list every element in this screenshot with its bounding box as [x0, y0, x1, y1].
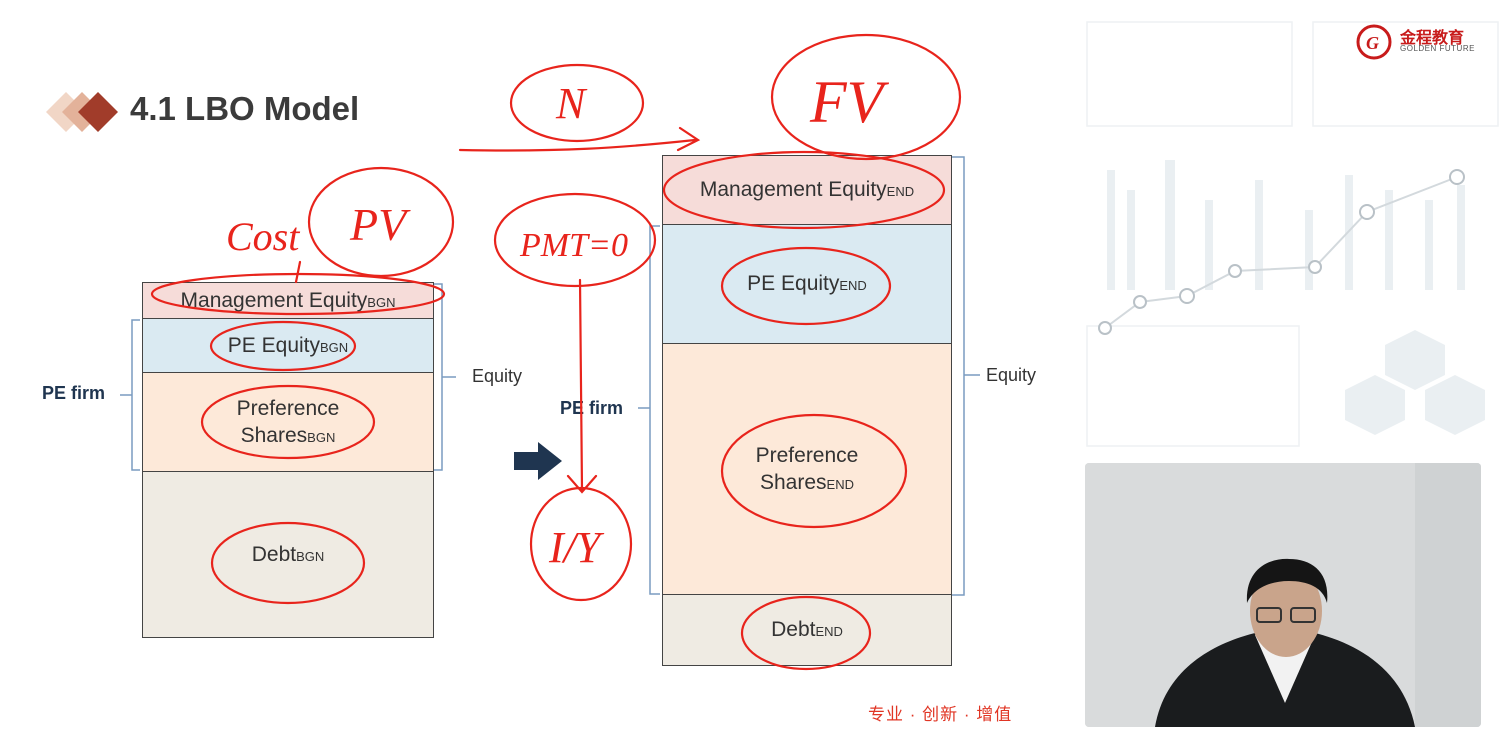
left-pe-firm-label: PE firm: [42, 383, 106, 403]
presenter-silhouette-icon: [1085, 463, 1481, 727]
right-debt-box: DebtEND: [662, 594, 952, 666]
left-pe-equity-box: PE EquityBGN: [142, 318, 434, 373]
handwriting-fv: FV: [809, 69, 890, 135]
left-management-equity-box: Management EquityBGN: [142, 282, 434, 319]
right-management-equity-label: Management EquityEND: [699, 178, 915, 202]
ellipse-right-pe-equity: [720, 246, 892, 326]
handwriting-iy: I/Y: [548, 523, 605, 572]
right-pe-firm-bracket: [638, 225, 660, 595]
left-pe-firm-bracket: [120, 319, 140, 471]
left-equity-label: Equity: [472, 366, 523, 386]
handwriting-cost: Cost: [226, 214, 300, 259]
left-management-equity-label: Management EquityBGN: [180, 288, 396, 312]
left-pe-equity-label: PE EquityBGN: [227, 333, 349, 357]
ellipse-n: [509, 63, 645, 143]
slide-slogan: 专业 · 创新 · 增值: [868, 705, 1013, 724]
right-pe-equity-label: PE EquityEND: [747, 272, 867, 296]
right-equity-label: Equity: [986, 365, 1037, 385]
handwritten-arrow-n-to-fv: [458, 126, 701, 152]
handwriting-annotation-layer: Cost PV N FV PMT=0 I/Y: [150, 33, 962, 671]
handwritten-line-pmt-to-iy: [566, 278, 598, 494]
left-debt-label: DebtBGN: [251, 542, 325, 566]
handwriting-pv: PV: [349, 199, 411, 250]
svg-text:G: G: [1366, 33, 1379, 53]
handwriting-pmt: PMT=0: [519, 227, 628, 264]
ellipse-fv: [770, 33, 962, 161]
left-debt-box: DebtBGN: [142, 471, 434, 638]
ellipse-pv: [307, 166, 455, 278]
golden-future-logo-icon: G: [1356, 24, 1392, 60]
handwritten-connector-cost: [294, 260, 302, 284]
right-pe-firm-label: PE firm: [560, 398, 624, 418]
right-management-equity-box: Management EquityEND: [662, 155, 952, 225]
ellipse-left-management: [150, 272, 446, 316]
right-equity-bracket: [952, 156, 980, 596]
ellipse-right-management: [662, 150, 946, 230]
slide-title: 4.1 LBO Model: [130, 90, 360, 127]
right-arrow-icon: [514, 442, 562, 480]
handwriting-n: N: [555, 79, 588, 128]
ellipse-left-debt: [210, 521, 366, 605]
left-equity-bracket: [434, 283, 456, 471]
ellipse-pmt: [493, 192, 657, 288]
ellipse-right-preference: [720, 413, 908, 529]
title-diamond-bullets-icon: [46, 92, 118, 132]
right-debt-label: DebtEND: [771, 618, 843, 642]
decorative-background-panel: [1085, 0, 1500, 460]
brand-name-en: GOLDEN FUTURE: [1400, 44, 1475, 53]
brand-name: 金程教育: [1400, 30, 1465, 47]
decorative-infographic-icon: [1086, 21, 1499, 447]
ellipse-left-preference: [200, 384, 376, 460]
ellipse-right-debt: [740, 595, 872, 671]
presenter-webcam-video: [1085, 463, 1481, 727]
ellipse-left-pe-equity: [209, 320, 357, 372]
